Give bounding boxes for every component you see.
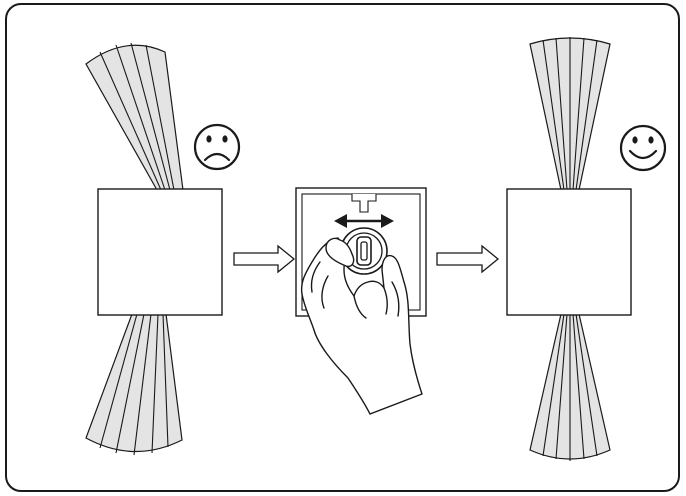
after-panel — [506, 37, 667, 461]
right-arrow-icon — [233, 244, 296, 274]
left-bottom-beam — [85, 313, 183, 456]
right-top-beam — [529, 37, 611, 191]
outer-frame — [5, 3, 680, 492]
adjust-panel — [295, 187, 427, 415]
sad-face-icon — [193, 123, 241, 171]
happy-face-icon — [619, 124, 667, 172]
right-device-box — [506, 188, 632, 316]
hand-icon — [300, 237, 423, 415]
right-arrow-icon — [436, 244, 500, 274]
horizontal-double-arrow-icon — [334, 214, 394, 228]
left-device-box — [97, 188, 223, 316]
before-panel — [85, 42, 241, 456]
right-bottom-beam — [529, 313, 611, 461]
left-top-beam — [85, 42, 184, 191]
